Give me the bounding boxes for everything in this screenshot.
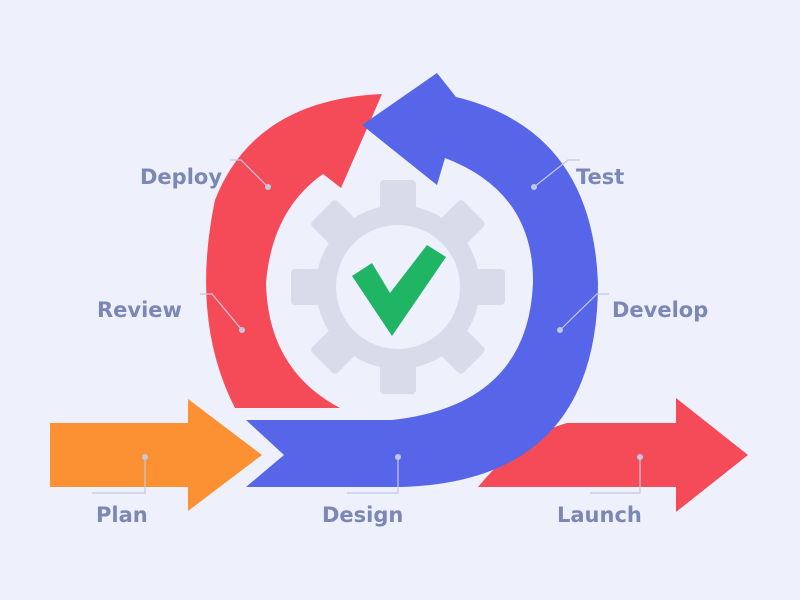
label-design: Design [322, 503, 403, 527]
label-review: Review [97, 298, 182, 322]
label-test: Test [576, 165, 624, 189]
label-develop: Develop [612, 298, 708, 322]
plan-arrow [50, 399, 262, 511]
label-plan: Plan [96, 503, 148, 527]
checkmark-icon [352, 245, 446, 336]
blue-arc-arrow [246, 73, 598, 487]
label-deploy: Deploy [140, 165, 222, 189]
label-launch: Launch [557, 503, 642, 527]
launch-arrow [478, 398, 748, 512]
leader-lines [92, 159, 643, 494]
red-arc-arrow [206, 94, 382, 408]
